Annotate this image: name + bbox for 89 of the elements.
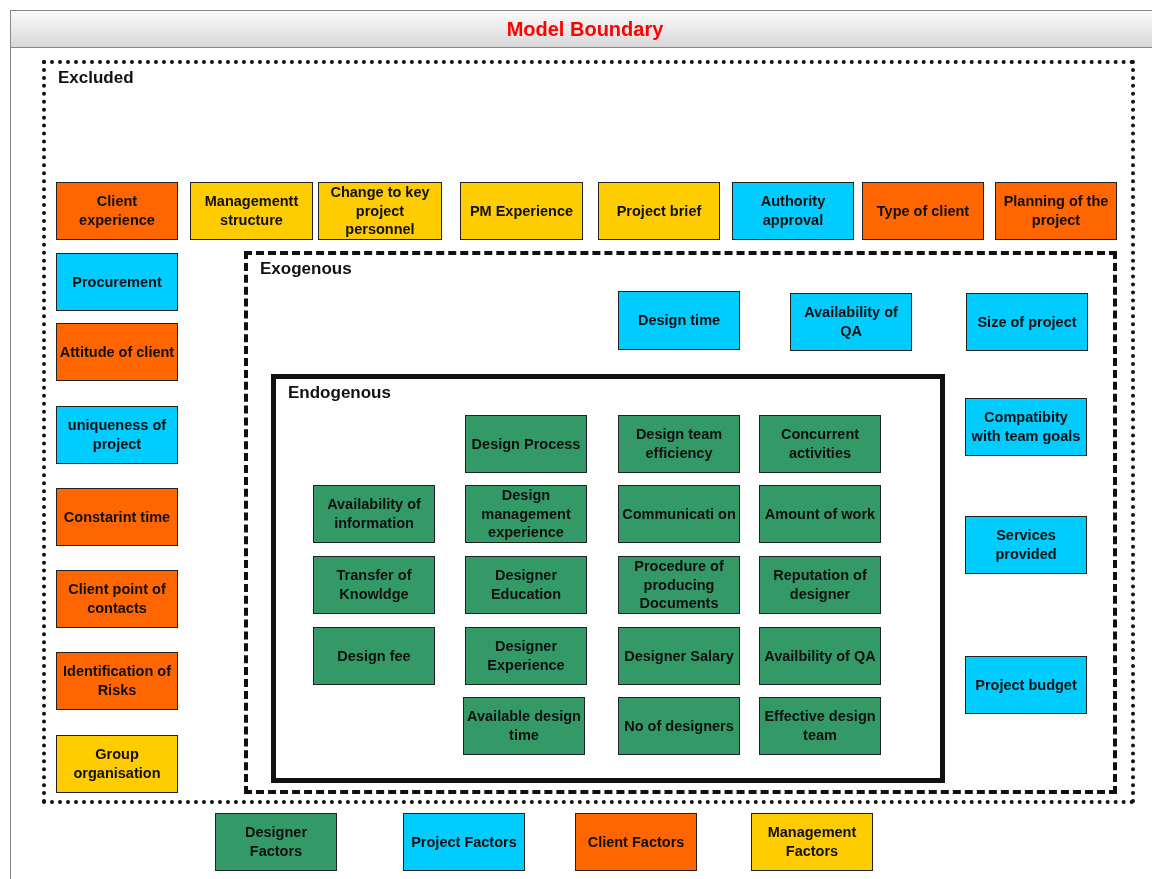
- group-title: Excluded: [58, 68, 134, 88]
- boundary-frame: [271, 374, 945, 783]
- factor-label: Availbility of QA: [763, 646, 877, 666]
- factor-box: [56, 323, 178, 381]
- factor-label: Concurrent activities: [779, 425, 861, 463]
- diagram-title: Model Boundary: [506, 17, 664, 41]
- factor-label: Client point of contacts: [67, 580, 167, 618]
- factor-label: Project budget: [974, 675, 1078, 695]
- factor-box: [759, 697, 881, 755]
- factor-label: Procurement: [71, 272, 163, 292]
- factor-box: [790, 293, 912, 351]
- factor-box: [313, 627, 435, 685]
- factor-box: [463, 697, 585, 755]
- factor-box: [759, 556, 881, 614]
- factor-box: [759, 485, 881, 543]
- factor-box: [732, 182, 854, 240]
- factor-box: [56, 652, 178, 710]
- factor-box: [618, 627, 740, 685]
- group-title: Exogenous: [260, 259, 352, 279]
- factor-label: Client experience: [78, 192, 156, 230]
- factor-label: Planning of the project: [1002, 192, 1110, 230]
- boundary-frame: [42, 60, 1135, 804]
- factor-label: Communicati on: [621, 504, 737, 524]
- factor-label: Designer Education: [489, 566, 563, 604]
- factor-label: Available design time: [466, 707, 582, 745]
- factor-label: Reputation of designer: [772, 566, 868, 604]
- factor-label: Authority approval: [759, 192, 827, 230]
- factor-box: [618, 556, 740, 614]
- factor-label: Design time: [636, 311, 722, 330]
- factor-box: [862, 182, 984, 240]
- factor-label: Design management experience: [480, 485, 572, 543]
- factor-box: [56, 182, 178, 240]
- factor-box: [190, 182, 313, 240]
- factor-label: Size of project: [976, 312, 1078, 332]
- factor-box: [465, 627, 587, 685]
- factor-box: [966, 293, 1088, 351]
- factor-label: Availability of information: [326, 495, 422, 533]
- factor-box: [965, 398, 1087, 456]
- factor-box: [465, 556, 587, 614]
- factor-label: No of designers: [623, 716, 735, 736]
- legend-label: Client Factors: [586, 832, 686, 852]
- group-title: Endogenous: [288, 383, 391, 403]
- factor-label: Change to key project personnel: [329, 182, 431, 240]
- factor-box: [598, 182, 720, 240]
- factor-label: Services provided: [994, 526, 1058, 564]
- factor-label: Design team efficiency: [634, 425, 724, 463]
- factor-box: [313, 485, 435, 543]
- factor-box: [995, 182, 1117, 240]
- factor-box: [56, 406, 178, 464]
- factor-box: [313, 556, 435, 614]
- legend-label: Designer Factors: [243, 823, 309, 861]
- factor-label: Project brief: [615, 201, 703, 221]
- factor-label: Group organisation: [72, 745, 162, 783]
- factor-box: [56, 253, 178, 311]
- factor-box: [759, 627, 881, 685]
- factor-label: uniqueness of project: [66, 416, 168, 454]
- legend-label: Project Factors: [410, 832, 518, 852]
- factor-label: Identification of Risks: [62, 662, 172, 700]
- legend-label: Management Factors: [766, 823, 858, 861]
- factor-box: [460, 182, 583, 240]
- factor-label: Effective design team: [763, 707, 877, 745]
- factor-box: [56, 488, 178, 546]
- factor-box: [965, 516, 1087, 574]
- factor-label: Amount of work: [763, 504, 877, 524]
- factor-box: [618, 415, 740, 473]
- factor-box: [618, 485, 740, 543]
- factor-label: Designer Experience: [486, 637, 566, 675]
- factor-label: Constarint time: [62, 507, 172, 527]
- factor-box: [618, 291, 740, 350]
- factor-label: Procedure of producing Documents: [633, 556, 725, 614]
- factor-box: [465, 415, 587, 473]
- factor-label: Availability of QA: [803, 303, 899, 341]
- factor-box: [56, 735, 178, 793]
- factor-box: [56, 570, 178, 628]
- factor-label: Managementt structure: [203, 192, 300, 230]
- factor-box: [965, 656, 1087, 714]
- factor-box: [318, 182, 442, 240]
- factor-label: Design fee: [336, 646, 412, 666]
- factor-box: [618, 697, 740, 755]
- factor-box: [759, 415, 881, 473]
- factor-label: PM Experience: [468, 201, 575, 221]
- factor-label: Design Process: [470, 434, 582, 454]
- boundary-frame: [244, 251, 1117, 794]
- factor-label: Compatibity with team goals: [970, 408, 1082, 446]
- factor-box: [465, 485, 587, 543]
- factor-label: Designer Salary: [623, 646, 735, 666]
- factor-label: Type of client: [875, 201, 971, 221]
- factor-label: Transfer of Knowldge: [335, 566, 413, 604]
- factor-label: Attitude of client: [58, 342, 176, 362]
